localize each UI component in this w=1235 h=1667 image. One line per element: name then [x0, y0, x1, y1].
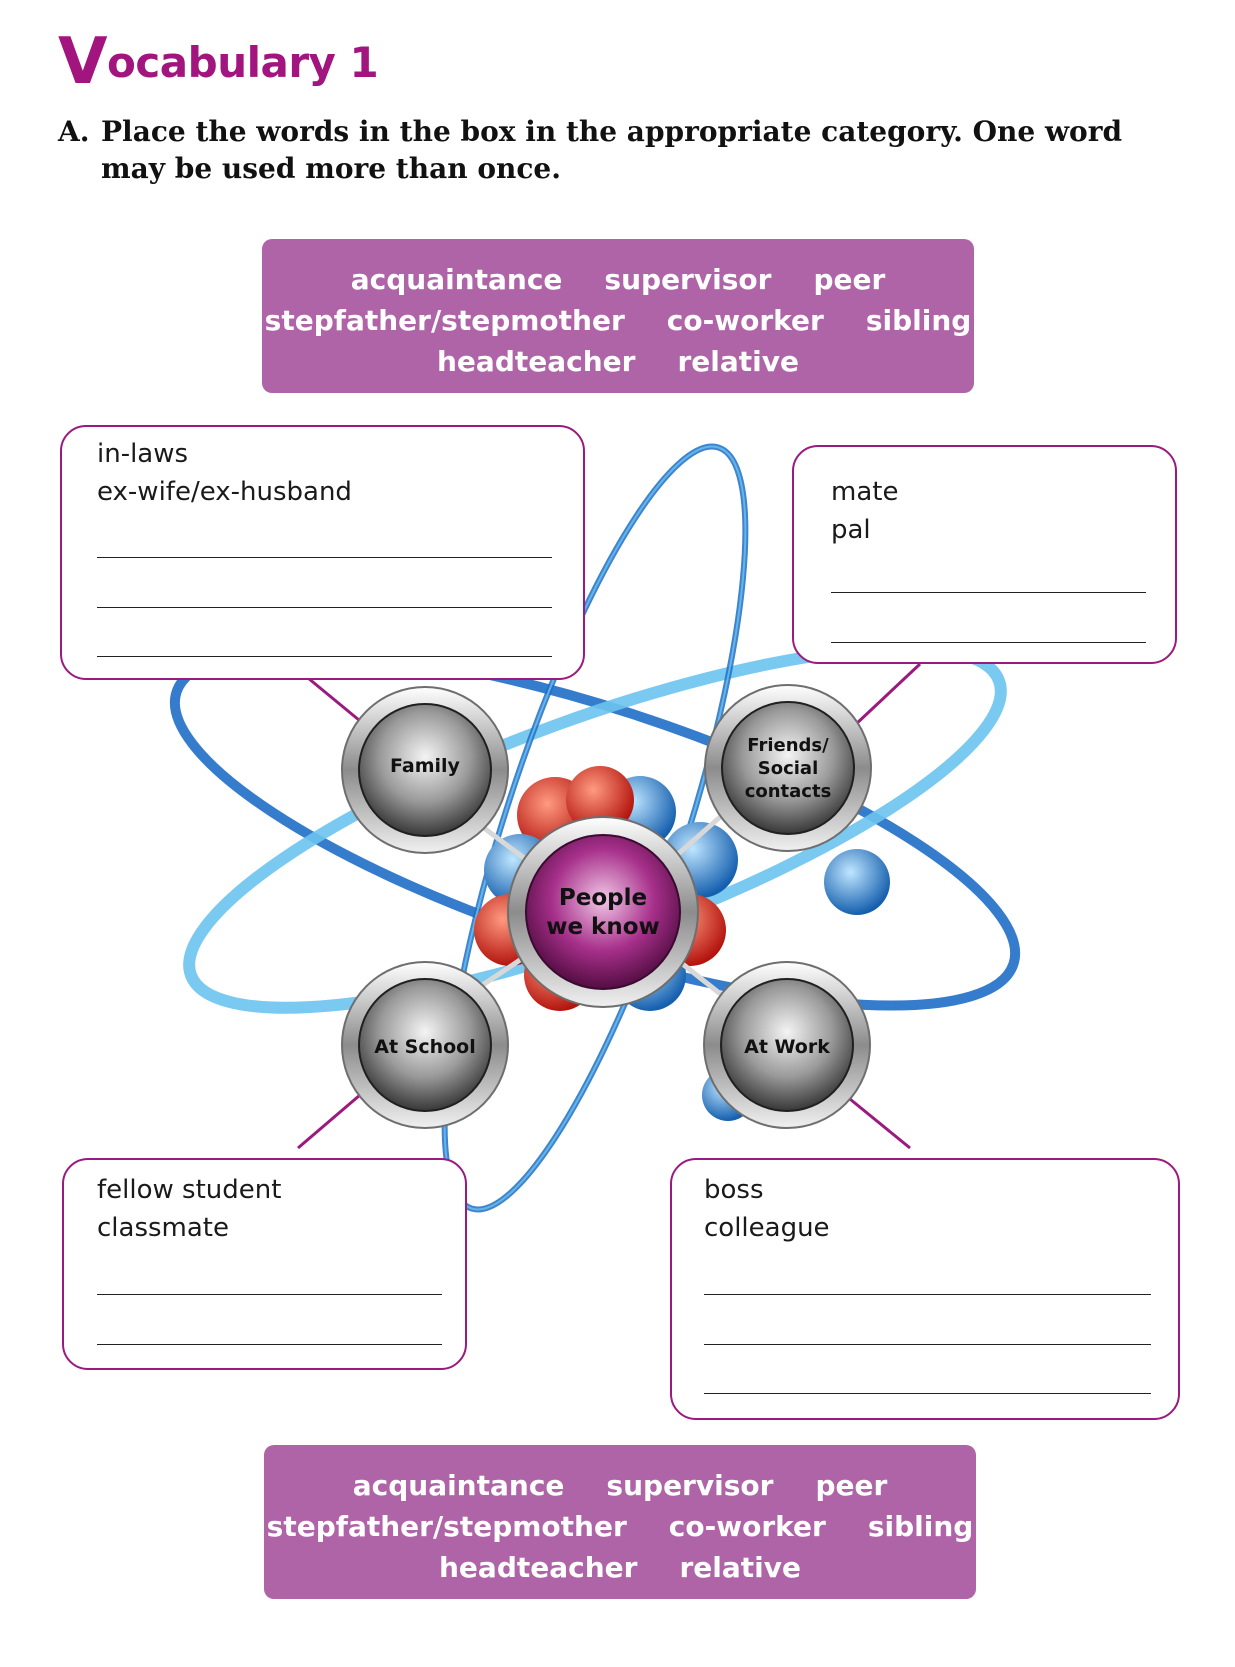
electron: [824, 849, 890, 915]
node-label: contacts: [745, 781, 832, 802]
answer-line[interactable]: [97, 607, 552, 608]
node-label: At School: [374, 1036, 476, 1058]
node-label: Family: [390, 755, 461, 777]
node-label: Friends/: [747, 735, 829, 756]
word: headteacher: [437, 345, 636, 378]
answer-line[interactable]: [97, 656, 552, 657]
category-word: in-laws: [97, 439, 189, 469]
category-word: classmate: [97, 1213, 229, 1243]
answer-line[interactable]: [704, 1393, 1151, 1394]
answer-line[interactable]: [704, 1344, 1151, 1345]
node-label: At Work: [744, 1036, 830, 1058]
word-box: acquaintance supervisor peer stepfather/…: [262, 239, 974, 393]
word: acquaintance: [352, 1469, 565, 1502]
word-box-row: acquaintance supervisor peer: [262, 259, 974, 300]
page-title: Vocabulary 1: [58, 30, 379, 94]
instruction: A. Place the words in the box in the app…: [58, 113, 1178, 187]
connector-lines: [297, 662, 922, 1150]
word-box-repeat: acquaintance supervisor peer stepfather/…: [264, 1445, 976, 1599]
instruction-letter: A.: [58, 115, 90, 148]
friends-box: mate pal: [792, 445, 1177, 664]
word: peer: [815, 1469, 888, 1502]
category-word: mate: [831, 477, 899, 507]
word: acquaintance: [350, 263, 563, 296]
answer-line[interactable]: [704, 1294, 1151, 1295]
word-box-row: stepfather/stepmother co-worker sibling: [262, 300, 974, 341]
friends-ball: Friends/ Social contacts: [704, 684, 872, 852]
word-box-row: acquaintance supervisor peer: [264, 1465, 976, 1506]
word: co-worker: [666, 304, 824, 337]
word: supervisor: [604, 263, 772, 296]
answer-line[interactable]: [97, 557, 552, 558]
category-word: fellow student: [97, 1175, 282, 1205]
family-box: in-laws ex-wife/ex-husband: [60, 425, 585, 680]
node-label: Social: [758, 758, 819, 779]
answer-line[interactable]: [831, 642, 1146, 643]
instruction-text: Place the words in the box in the approp…: [101, 115, 1123, 185]
work-box: boss colleague: [670, 1158, 1180, 1420]
category-word: ex-wife/ex-husband: [97, 477, 352, 507]
word: supervisor: [606, 1469, 774, 1502]
category-word: boss: [704, 1175, 764, 1205]
answer-line[interactable]: [97, 1294, 442, 1295]
family-ball: Family: [341, 686, 509, 854]
center-ball: People we know: [507, 816, 699, 1008]
word-box-row: stepfather/stepmother co-worker sibling: [264, 1506, 976, 1547]
center-label-line: People: [559, 885, 647, 911]
title-initial: V: [58, 25, 108, 99]
word: stepfather/stepmother: [266, 1510, 627, 1543]
school-ball: At School: [341, 961, 509, 1129]
word-box-row: headteacher relative: [264, 1547, 976, 1588]
word: headteacher: [439, 1551, 638, 1584]
answer-line[interactable]: [831, 592, 1146, 593]
word-box-row: headteacher relative: [262, 341, 974, 382]
category-word: colleague: [704, 1213, 830, 1243]
word: sibling: [867, 1510, 974, 1543]
school-box: fellow student classmate: [62, 1158, 467, 1370]
word: peer: [813, 263, 886, 296]
word: relative: [679, 1551, 801, 1584]
word: sibling: [865, 304, 972, 337]
work-ball: At Work: [703, 961, 871, 1129]
category-word: pal: [831, 515, 871, 545]
title-rest: ocabulary 1: [107, 38, 379, 87]
answer-line[interactable]: [97, 1344, 442, 1345]
word: relative: [677, 345, 799, 378]
word: stepfather/stepmother: [264, 304, 625, 337]
word: co-worker: [668, 1510, 826, 1543]
center-label-line: we know: [546, 914, 660, 940]
